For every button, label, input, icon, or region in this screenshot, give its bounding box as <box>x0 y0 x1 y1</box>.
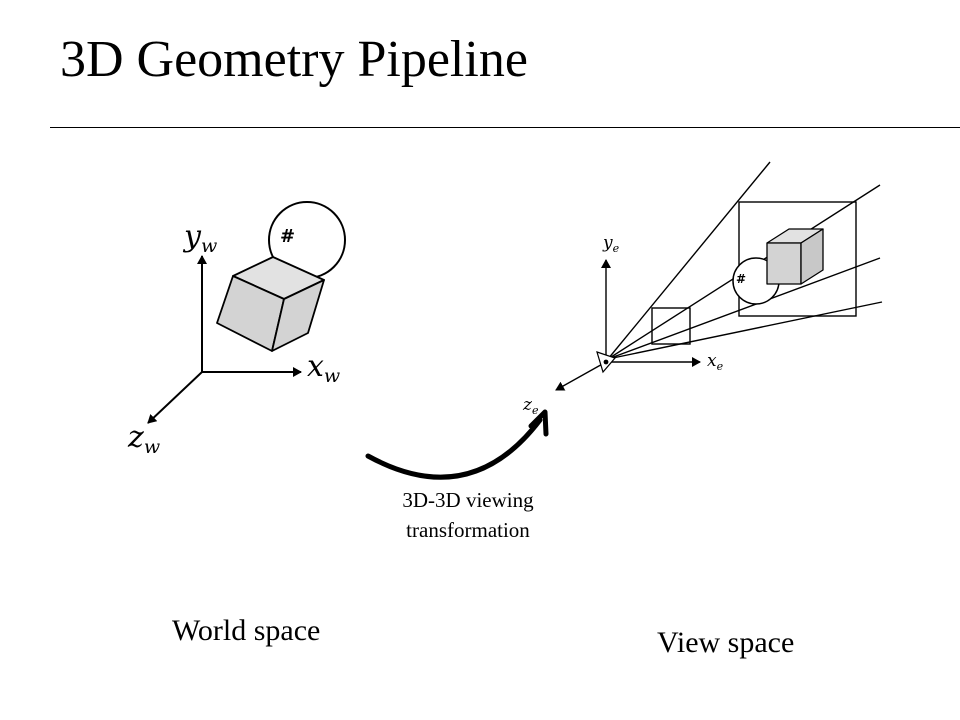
world-z-axis-label: zw <box>127 420 160 458</box>
near-plane <box>651 307 691 345</box>
view-sphere-mark: # <box>736 272 746 286</box>
view-cube-side-face <box>800 228 824 285</box>
eye-icon <box>596 351 617 374</box>
view-y-axis-label: ye <box>602 233 620 255</box>
transformation-label-line-1: 3D-3D viewing <box>402 488 534 512</box>
far-plane <box>738 201 857 317</box>
view-z-axis <box>555 361 607 391</box>
world-axes <box>147 255 302 424</box>
frustum-edge-bottom <box>607 301 883 360</box>
view-cube <box>766 228 824 285</box>
transformation-arrowhead <box>528 409 549 437</box>
slide-title: 3D Geometry Pipeline <box>60 31 528 88</box>
frustum-edge-top <box>607 161 771 360</box>
transformation-label-line-2: transformation <box>406 517 530 542</box>
world-sphere-mark: # <box>280 226 295 247</box>
transformation-label: 3D-3D viewing transformation <box>368 486 568 546</box>
frustum-edge-lower <box>607 257 881 360</box>
world-z-axis <box>147 371 203 424</box>
view-cube-front-face <box>766 242 802 285</box>
view-axes <box>555 259 701 391</box>
title-divider <box>50 127 960 128</box>
world-x-axis-label: xw <box>307 349 340 387</box>
world-cube-side-face <box>271 279 325 352</box>
world-space-caption: World space <box>172 614 321 647</box>
world-cube <box>216 256 325 352</box>
view-z-axis-label: ze <box>522 395 539 417</box>
world-space-diagram: # yw xw zw <box>127 201 346 458</box>
view-x-axis-label: xe <box>707 351 724 373</box>
world-y-axis-label: yw <box>182 219 217 257</box>
transformation-arrow <box>365 417 543 480</box>
view-space-diagram: # ye xe ze <box>522 161 883 417</box>
view-space-caption: View space <box>657 626 795 659</box>
